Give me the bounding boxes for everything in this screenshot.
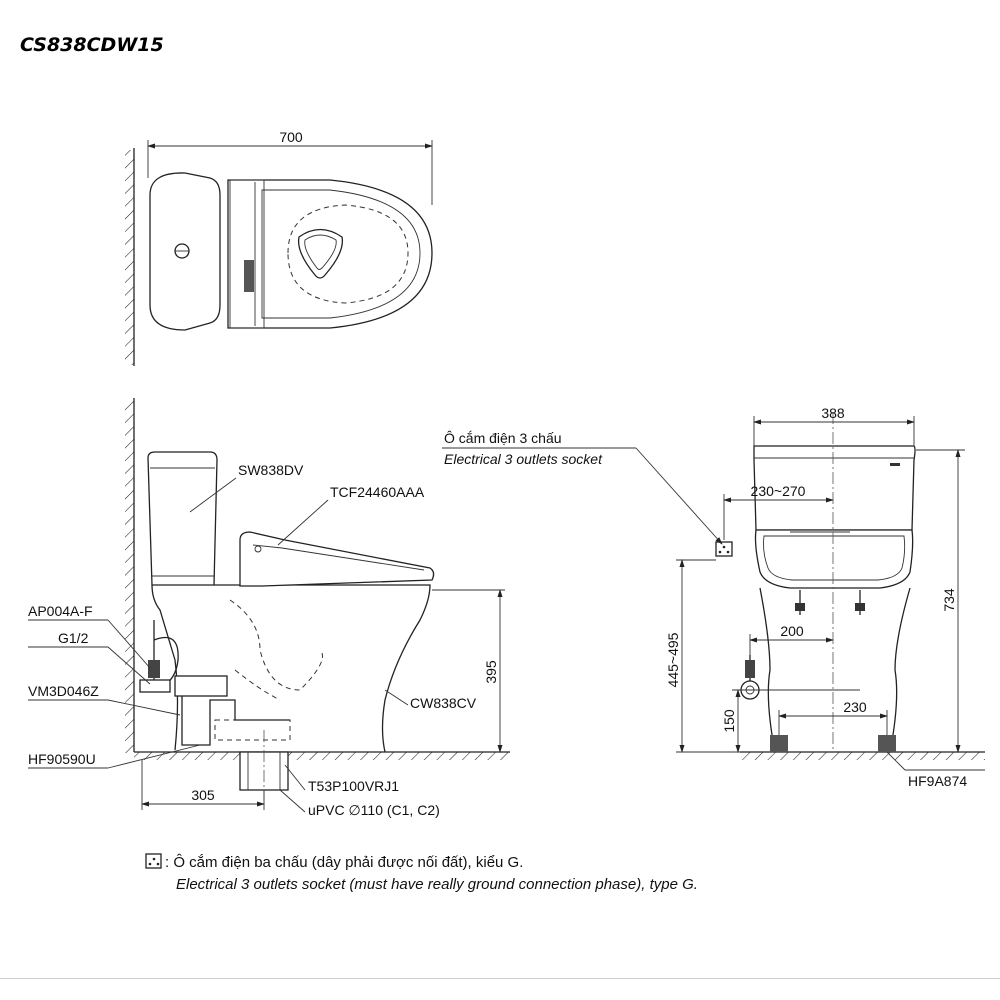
label-bolts: HF9A874 <box>908 773 967 789</box>
outlet-hidden <box>214 719 291 741</box>
dim-230-270-label: 230~270 <box>751 483 806 499</box>
seat-inner-outline <box>261 189 421 319</box>
label-tank: SW838DV <box>238 462 304 478</box>
side-wall-hatch <box>125 398 134 753</box>
label-thread: G1/2 <box>58 630 89 646</box>
top-view: 700 <box>125 129 433 366</box>
bowl-side-outline <box>151 584 431 753</box>
socket-leader <box>635 447 723 545</box>
dim-150-label: 150 <box>721 709 737 733</box>
front-seat-inner <box>763 535 906 581</box>
fitting-body <box>174 675 228 697</box>
label-angle-valve: AP004A-F <box>28 603 93 619</box>
note-block: : Ô cắm điện ba chấu (dây phải được nối … <box>145 853 698 893</box>
socket-pin-3 <box>726 550 730 554</box>
socket-label-en: Electrical 3 outlets socket <box>444 451 603 467</box>
note-socket-pin-2 <box>152 857 156 861</box>
leader-seat <box>277 499 329 546</box>
note-socket-pin-1 <box>148 862 152 866</box>
seat-hinge-icon <box>254 545 262 553</box>
dim-700-label: 700 <box>279 129 303 145</box>
note-vi: : Ô cắm điện ba chấu (dây phải được nối … <box>165 854 523 871</box>
control-buttons-icon <box>244 260 254 292</box>
label-seat: TCF24460AAA <box>330 484 425 500</box>
dim-200-label: 200 <box>780 623 804 639</box>
side-view: 395 305 SW838DV TCF24460AAA CW838CV AP00… <box>28 398 510 818</box>
dim-230-label: 230 <box>843 699 867 715</box>
seat-lid-line <box>252 544 425 571</box>
label-pipe: uPVC ∅110 (C1, C2) <box>308 802 440 818</box>
front-logo-mark <box>890 463 900 466</box>
note-socket-pin-3 <box>156 862 160 866</box>
front-view: 388 734 230~270 445~495 200 150 <box>442 405 985 789</box>
socket-pin-1 <box>718 550 722 554</box>
front-bowl-outline <box>759 587 911 753</box>
dim-388-label: 388 <box>821 405 845 421</box>
leader-adapter <box>284 764 306 791</box>
seat-side-outline <box>239 531 435 587</box>
leader-tank <box>189 477 237 513</box>
bowl-rim-hidden <box>287 204 409 304</box>
socket-pin-2 <box>722 545 726 549</box>
socket-label-vi: Ô cắm điện 3 chấu <box>444 430 562 446</box>
dim-734-label: 734 <box>941 588 957 612</box>
tank-side-outline <box>147 451 218 586</box>
seat-control-panel <box>229 179 265 329</box>
label-adapter: T53P100VRJ1 <box>308 778 399 794</box>
model-title: CS838CDW15 <box>20 34 164 56</box>
dim-305-label: 305 <box>191 787 215 803</box>
front-valve-body <box>745 660 755 678</box>
dim-445-495-label: 445~495 <box>665 632 681 687</box>
front-bolt-nut-right <box>855 603 865 611</box>
leader-flange <box>107 744 201 769</box>
leader-bowl <box>384 689 409 706</box>
top-wall-hatch <box>125 150 134 365</box>
floor-bolt-right <box>878 735 896 752</box>
label-bowl: CW838CV <box>410 695 477 711</box>
floor-bolt-left <box>770 735 788 752</box>
note-en: Electrical 3 outlets socket (must have r… <box>176 876 698 893</box>
note-socket-icon <box>145 853 162 869</box>
label-flange: HF90590U <box>28 751 96 767</box>
bottom-divider <box>0 978 1000 979</box>
floor-flange <box>181 696 290 746</box>
front-floor-hatch <box>740 752 985 760</box>
leader-bolts <box>886 751 906 771</box>
trapway-hidden <box>229 599 323 701</box>
front-seat-outline <box>754 529 914 589</box>
leader-valve <box>107 619 151 669</box>
leader-hose <box>107 699 181 716</box>
hose-nut <box>139 679 171 693</box>
dim-395-label: 395 <box>483 660 499 684</box>
floor-hatch <box>134 752 509 760</box>
leader-pipe <box>279 789 306 813</box>
bowl-opening-inner <box>304 234 337 270</box>
leader-thread <box>107 646 151 685</box>
bowl-opening <box>297 228 344 279</box>
label-hose: VM3D046Z <box>28 683 99 699</box>
tank-top-outline <box>149 172 221 331</box>
angle-valve-icon <box>148 660 160 678</box>
socket-icon <box>715 541 733 557</box>
front-bolt-nut-left <box>795 603 805 611</box>
